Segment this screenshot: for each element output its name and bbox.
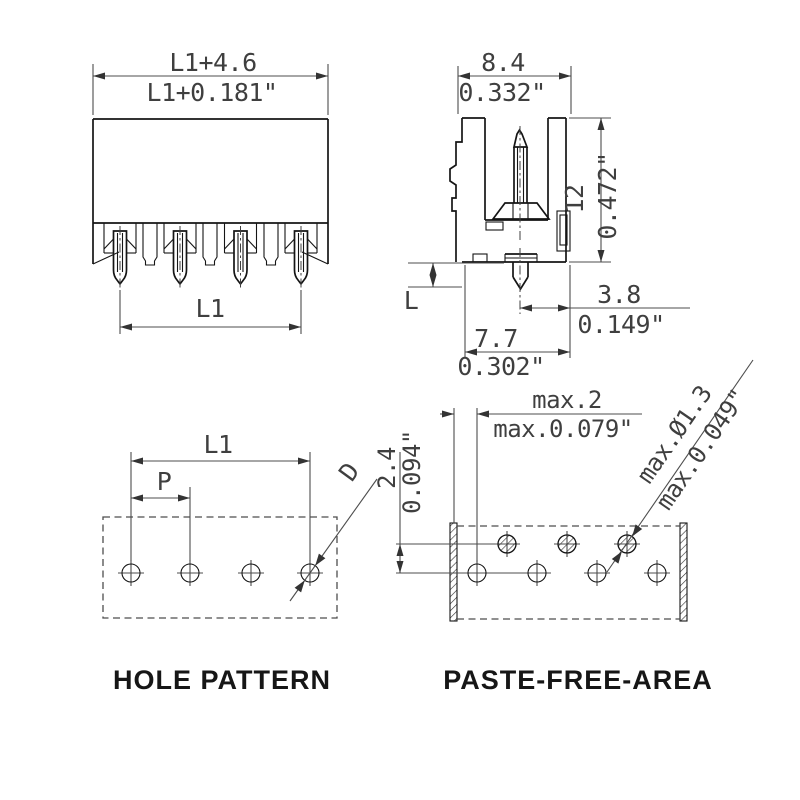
dim-paste-offset-mm: 2.4	[373, 447, 401, 489]
dim-front-width-in: L1+0.181"	[147, 78, 278, 107]
hole-pattern-view: L1 P D HOLE PATTERN	[102, 430, 378, 695]
dim-hole-diameter: D	[333, 458, 365, 487]
dim-paste-offset-in: 0.094"	[398, 430, 426, 514]
paste-area-left-edge	[449, 522, 458, 622]
connector-body-side	[449, 117, 571, 314]
dim-hole-span: L1	[203, 430, 232, 459]
dim-front-span: L1	[195, 294, 224, 323]
hole-pattern-title: HOLE PATTERN	[113, 665, 331, 695]
dim-paste-edge-mm: max.2	[532, 386, 602, 414]
connector-body-front	[92, 118, 329, 265]
dim-side-offset-in: 0.149"	[577, 310, 664, 339]
dim-side-height-in: 0.472"	[593, 152, 622, 239]
dim-side-pin-length: L	[404, 286, 419, 315]
paste-free-area-title: PASTE-FREE-AREA	[443, 665, 713, 695]
paste-area-right-edge	[679, 522, 688, 622]
dim-side-width-mm: 8.4	[481, 48, 525, 77]
front-pins	[103, 222, 318, 291]
dim-side-width-in: 0.332"	[458, 78, 545, 107]
dim-side-height-mm: 12	[560, 184, 589, 213]
dim-paste-edge-in: max.0.079"	[493, 415, 633, 443]
dim-side-body-mm: 7.7	[474, 324, 518, 353]
hole-pattern-outline	[102, 516, 338, 619]
side-view: 8.4 0.332"	[404, 48, 690, 381]
front-view: L1+4.6 L1+0.181" L1	[92, 48, 329, 334]
dim-hole-pitch: P	[157, 467, 172, 496]
dim-side-offset-mm: 3.8	[597, 280, 641, 309]
paste-free-area-view: max.2 max.0.079" 2.4 0.094" max.Ø1.3 max…	[373, 359, 754, 695]
dim-front-width-mm: L1+4.6	[169, 48, 256, 77]
dim-side-body-in: 0.302"	[457, 352, 544, 381]
